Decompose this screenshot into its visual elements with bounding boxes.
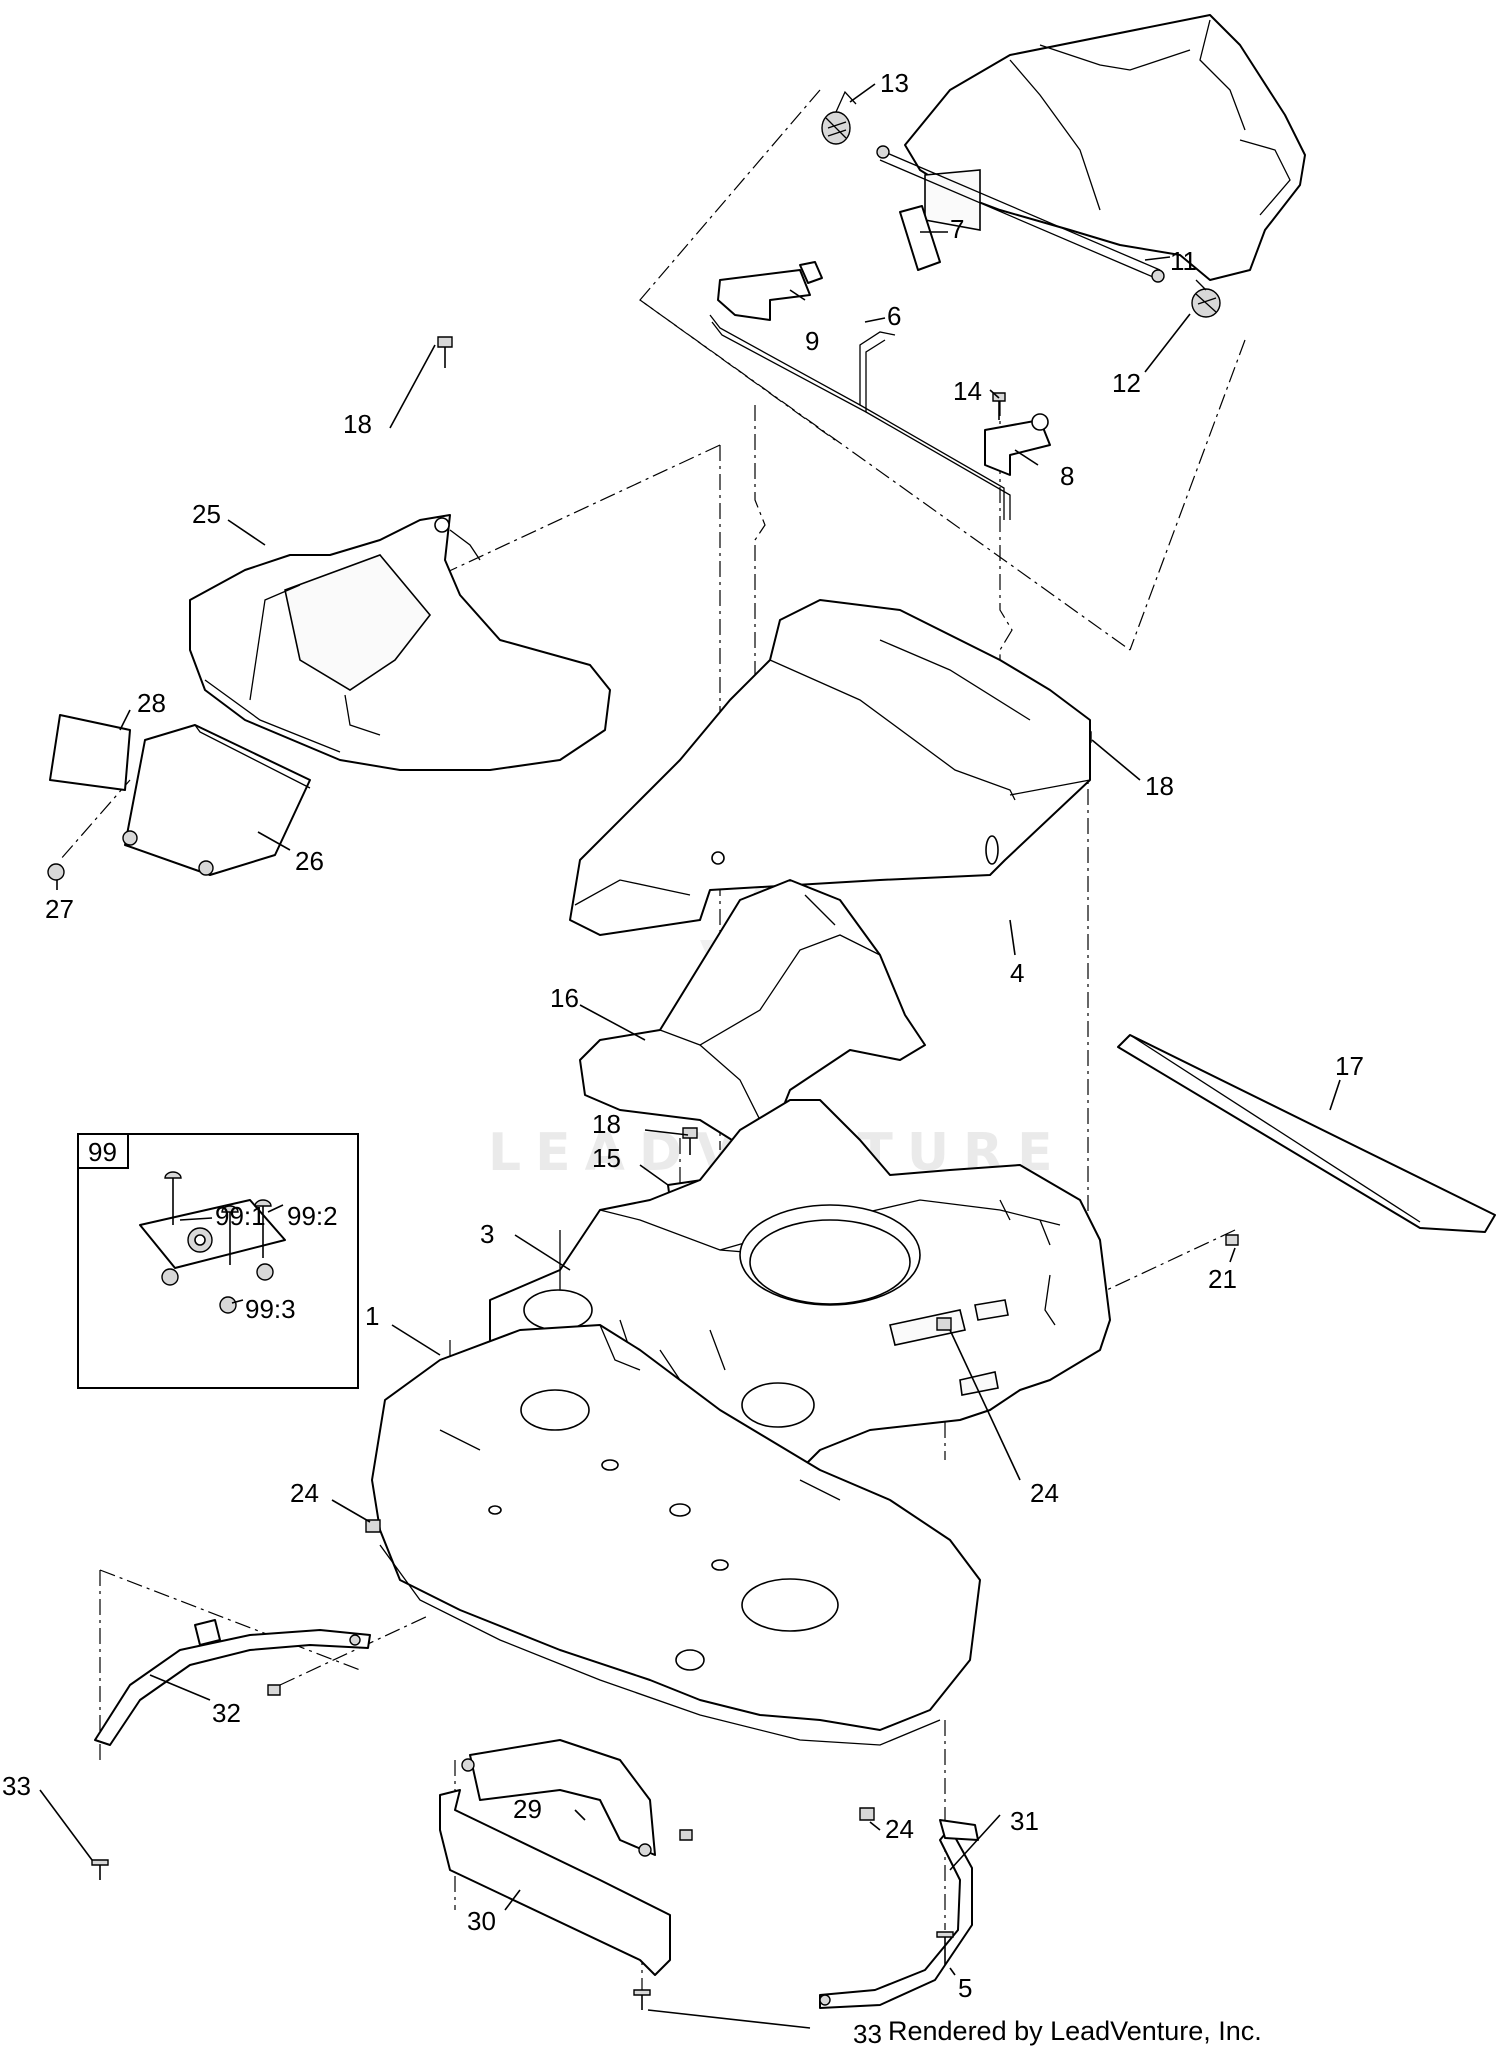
callout-24-lower: 24: [885, 1814, 914, 1844]
callout-1: 1: [365, 1301, 379, 1331]
callout-27: 27: [45, 894, 74, 924]
callout-30: 30: [467, 1906, 496, 1936]
callout-9: 9: [805, 326, 819, 356]
part-31-guide: [819, 1819, 979, 2009]
callout-13: 13: [880, 68, 909, 98]
render-credit: Rendered by LeadVenture, Inc.: [888, 2016, 1262, 2046]
part-1-belt-cover: [371, 1324, 981, 1746]
part-25-cowl: [189, 514, 611, 771]
callout-5: 5: [958, 1973, 972, 2003]
callout-3: 3: [480, 1219, 494, 1249]
part-4-console: [569, 599, 1091, 936]
callout-99-2: 99:2: [287, 1201, 338, 1231]
part-17-bar: [1117, 1034, 1496, 1233]
leader-lines: [39, 83, 1341, 2029]
callout-33-left: 33: [2, 1771, 31, 1801]
part-8-bracket: [984, 413, 1051, 476]
part-11-seat-cover: [876, 14, 1306, 283]
callout-33-bottom: 33: [853, 2019, 882, 2049]
part-13-spring: [821, 90, 857, 145]
part-30-plate: [439, 1789, 671, 1976]
callout-18-right: 18: [1145, 771, 1174, 801]
callout-31: 31: [1010, 1806, 1039, 1836]
part-9-bracket: [717, 261, 823, 321]
callout-32: 32: [212, 1698, 241, 1728]
callout-99-3: 99:3: [245, 1294, 296, 1324]
part-26-panel: [122, 724, 311, 876]
part-27-nut: [47, 863, 65, 881]
callout-11: 11: [1170, 246, 1197, 276]
part-12-spring: [1191, 279, 1221, 318]
callout-7: 7: [950, 214, 964, 244]
callout-26: 26: [295, 846, 324, 876]
fasteners-lower: [91, 1234, 1239, 2010]
part-28-decal: [49, 714, 131, 791]
callout-15: 15: [592, 1143, 621, 1173]
callout-18-middle: 18: [592, 1109, 621, 1139]
callout-18-upper: 18: [343, 409, 372, 439]
part-7-pad: [899, 205, 941, 271]
callout-25: 25: [192, 499, 221, 529]
callout-14: 14: [953, 376, 982, 406]
callout-16: 16: [550, 983, 579, 1013]
inset-label: 99: [88, 1137, 117, 1167]
callout-labels: 13 7 11 6 9 12 14 8 18 25 28 26 27 18 4 …: [2, 68, 1364, 2049]
callout-29: 29: [513, 1794, 542, 1824]
callout-4: 4: [1010, 958, 1024, 988]
part-6-rod: [709, 314, 1011, 520]
callout-99-1: 99:1: [215, 1201, 266, 1231]
callout-6: 6: [887, 301, 901, 331]
callout-12: 12: [1112, 368, 1141, 398]
callout-24-right: 24: [1030, 1478, 1059, 1508]
callout-28: 28: [137, 688, 166, 718]
callout-8: 8: [1060, 461, 1074, 491]
part-16-bracket: [579, 879, 926, 1146]
inset-99: 99: [77, 1133, 359, 1389]
callout-24-left: 24: [290, 1478, 319, 1508]
callout-21: 21: [1208, 1264, 1237, 1294]
callout-17: 17: [1335, 1051, 1364, 1081]
part-32-guide: [94, 1619, 371, 1746]
part-29-plate: [461, 1739, 656, 1857]
